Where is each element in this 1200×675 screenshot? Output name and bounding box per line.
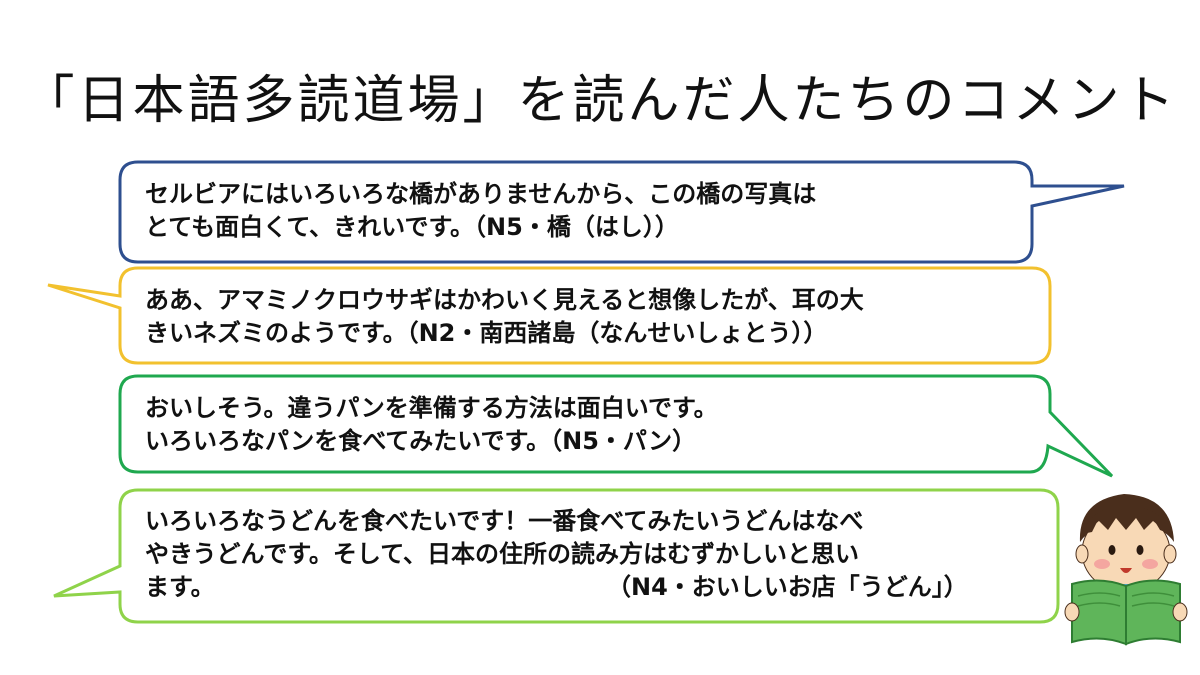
comment-line: セルビアにはいろいろな橋がありませんから、この橋の写真は [145,180,817,208]
page-title: 「日本語多読道場」を読んだ人たちのコメント [22,71,1178,131]
comment-line: ああ、アマミノクロウサギはかわいく見えると想像したが、耳の大 [145,286,864,314]
speech-bubble-2 [47,266,1052,365]
speech-bubble-3 [118,374,1114,478]
comment-line: ます。 （N4・おいしいお店「うどん」） [145,571,968,604]
comment-3: おいしそう。違うパンを準備する方法は面白いです。 いろいろなパンを食べてみたいで… [145,392,718,458]
comment-line: いろいろなパンを食べてみたいです。（N5・パン） [145,427,697,455]
comment-line-text: ます。 [145,573,215,601]
speech-bubble-1 [118,160,1125,264]
comment-source: （N4・おいしいお店「うどん」） [607,573,968,601]
comment-1: セルビアにはいろいろな橋がありませんから、この橋の写真は とても面白くて、きれい… [145,178,816,244]
comment-4: いろいろなうどんを食べたいです！一番食べてみたいうどんはなべ やきうどんです。そ… [145,505,968,604]
comment-line: とても面白くて、きれいです。（N5・橋（はし）） [145,213,679,241]
comment-line: いろいろなうどんを食べたいです！一番食べてみたいうどんはなべ [145,507,864,535]
boy-reading-book-icon [1064,494,1188,646]
comment-line: きいネズミのようです。（N2・南西諸島（なんせいしょとう）） [145,319,828,347]
speech-bubble-4 [53,488,1060,624]
comment-2: ああ、アマミノクロウサギはかわいく見えると想像したが、耳の大 きいネズミのようで… [145,284,864,350]
comment-line: おいしそう。違うパンを準備する方法は面白いです。 [145,394,718,422]
comment-line: やきうどんです。そして、日本の住所の読み方はむずかしいと思い [145,540,859,568]
